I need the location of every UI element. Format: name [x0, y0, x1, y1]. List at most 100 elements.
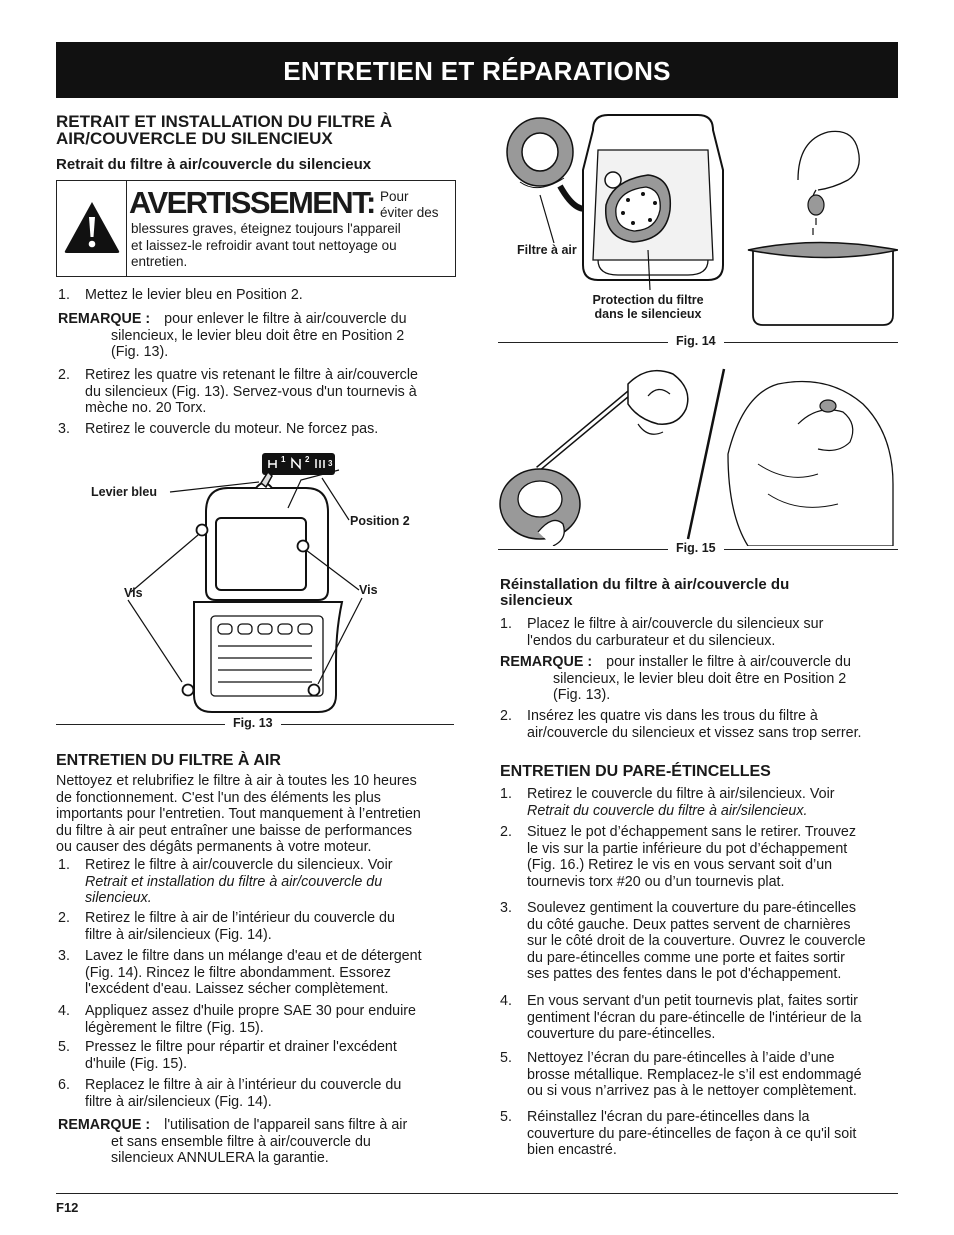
list-number: 3.	[58, 948, 70, 964]
list-number: 4.	[500, 993, 512, 1009]
list-text: l'endos du carburateur et du silencieux.	[527, 632, 776, 649]
remark-key: REMARQUE :	[500, 654, 593, 670]
reinstall-heading-line: silencieux	[500, 592, 573, 609]
position-indicator-icon: 1 2 3	[262, 453, 335, 475]
list-text: du côté gauche. Deux pattes servent de c…	[527, 916, 851, 933]
list-text: Pressez le filtre pour répartir et drain…	[85, 1039, 397, 1055]
list-text: sur le côté droit de la couverture. Ouvr…	[527, 933, 866, 949]
remark-text: l'utilisation de l'appareil sans filtre …	[164, 1117, 408, 1133]
list-text: Réinstallez l'écran du pare-étincelles d…	[527, 1109, 810, 1125]
list-text: du pare-étincelles comme une porte et fa…	[527, 949, 845, 966]
fig14-label-protection: Protection du filtre dans le silencieux	[578, 293, 718, 321]
list-number: 6.	[58, 1077, 70, 1093]
spark-heading: ENTRETIEN DU PARE-ÉTINCELLES	[500, 763, 771, 780]
list-text: Insérez les quatre vis dans les trous du…	[527, 708, 818, 724]
list-text: Situez le pot d’échappement sans le reti…	[527, 824, 857, 840]
list-text: Placez le filtre à air/couvercle du sile…	[527, 616, 824, 632]
list-text: Retirez les quatre vis retenant le filtr…	[85, 367, 418, 383]
filter-intro-line: ou causer des dégâts permanents à votre …	[56, 839, 372, 855]
list-text: bien encastré.	[527, 1142, 617, 1158]
foam-filter-icon	[499, 468, 581, 540]
list-text: Retirez le filtre à air de l’intérieur d…	[85, 910, 395, 926]
list-text: Mettez le levier bleu en Position 2.	[85, 287, 303, 303]
footer-rule	[56, 1193, 898, 1194]
list-text: couverture du pare-étincelles.	[527, 1026, 716, 1042]
list-number: 1.	[500, 786, 512, 802]
fig13-caption: Fig. 13	[225, 716, 281, 730]
fig13-label-screw: Vis	[124, 586, 143, 600]
list-number: 1.	[500, 616, 512, 632]
list-number: 2.	[500, 708, 512, 724]
list-number: 3.	[500, 900, 512, 916]
list-item: 2. Retirez les quatre vis retenant le fi…	[58, 367, 458, 417]
reinstall-heading: Réinstallation du filtre à air/couvercle…	[500, 577, 789, 609]
list-text: Lavez le filtre dans un mélange d'eau et…	[85, 948, 422, 964]
list-text: Retirez le filtre à air/couvercle du sil…	[85, 857, 393, 873]
list-text: air/couvercle du silencieux et vissez sa…	[527, 724, 862, 741]
list-text-italic: Retrait et installation du filtre à air/…	[85, 873, 383, 890]
list-number: 2.	[58, 367, 70, 383]
fig14-label-line: dans le silencieux	[594, 307, 702, 321]
list-text: d'huile (Fig. 15).	[85, 1055, 188, 1072]
section-heading-line: RETRAIT ET INSTALLATION DU FILTRE À	[56, 112, 393, 131]
list-text: Appliquez assez d'huile propre SAE 30 po…	[85, 1003, 416, 1019]
list-text: l'excédent d'eau. Laissez sécher complèt…	[85, 981, 389, 997]
list-number: 5.	[500, 1050, 512, 1066]
list-text: Retirez le couvercle du filtre à air/sil…	[527, 786, 835, 802]
remark: REMARQUE :pour enlever le filtre à air/c…	[58, 311, 458, 361]
fig13-label-lever: Levier bleu	[91, 485, 157, 499]
remark-text: (Fig. 13).	[553, 687, 611, 703]
list-number: 5.	[500, 1109, 512, 1125]
list-text: ses pattes des fentes dans le pot d'écha…	[527, 966, 842, 982]
list-text: Replacez le filtre à air à l’intérieur d…	[85, 1077, 402, 1093]
reinstall-heading-line: Réinstallation du filtre à air/couvercle…	[500, 576, 790, 593]
foam-filter-icon	[506, 117, 574, 189]
fig15-illustration	[499, 368, 894, 546]
filter-intro-line: importants pour l'entretien. Tout manque…	[56, 806, 421, 822]
fig13-illustration: 1 2 3	[127, 453, 363, 713]
warning-line: éviter des	[380, 205, 439, 220]
position-number: 2	[305, 455, 310, 464]
fig13-label-screw: Vis	[359, 583, 378, 597]
remark-text: pour installer le filtre à air/couvercle…	[606, 654, 851, 670]
remark-text: (Fig. 13).	[111, 344, 169, 360]
list-text: gentiment l'écran du pare-étincelle de l…	[527, 1009, 862, 1026]
filter-intro: Nettoyez et relubrifiez le filtre à air …	[56, 773, 456, 856]
position-number: 1	[281, 455, 286, 464]
fig14-caption: Fig. 14	[668, 334, 724, 348]
section-heading-line: AIR/COUVERCLE DU SILENCIEUX	[56, 129, 333, 148]
list-text: (Fig. 16.) Retirez le vis en vous servan…	[527, 857, 833, 873]
remark-text: silencieux, le levier bleu doit être en …	[553, 670, 847, 687]
list-number: 5.	[58, 1039, 70, 1055]
list-text: légèrement le filtre (Fig. 15).	[85, 1019, 264, 1036]
warning-line: entretien.	[131, 254, 188, 269]
warning-title: AVERTISSEMENT:	[129, 185, 376, 220]
page-number: F12	[56, 1200, 79, 1215]
remark-text: silencieux ANNULERA la garantie.	[111, 1150, 329, 1166]
warning-line: et laissez-le refroidir avant tout netto…	[131, 237, 397, 253]
remark: REMARQUE : l'utilisation de l'appareil sa…	[58, 1117, 458, 1167]
list-text: (Fig. 14). Rincez le filtre abondamment.…	[85, 964, 391, 981]
warning-line: blessures graves, éteignez toujours l'ap…	[131, 221, 401, 236]
filter-intro-line: de fonctionnement. C'est l'un des élémen…	[56, 789, 381, 806]
warning-text-b: blessures graves, éteignez toujours l'ap…	[131, 221, 401, 271]
remark-key: REMARQUE :	[58, 1117, 151, 1133]
position-number: 3	[328, 459, 333, 468]
list-text-italic: Retrait du couvercle du filtre à air/sil…	[527, 802, 808, 819]
list-text: mèche no. 20 Torx.	[85, 400, 207, 416]
subheading: Retrait du filtre à air/couvercle du sil…	[56, 156, 372, 173]
list-number: 4.	[58, 1003, 70, 1019]
fig14-label-filter: Filtre à air	[517, 243, 580, 257]
list-text: En vous servant d'un petit tournevis pla…	[527, 993, 858, 1009]
fig14-illustration	[506, 114, 898, 326]
list-text: Nettoyez l’écran du pare-étincelles à l’…	[527, 1050, 835, 1066]
list-text: Soulevez gentiment la couverture du pare…	[527, 900, 857, 916]
list-text: Retirez le couvercle du moteur. Ne force…	[85, 421, 379, 437]
filter-intro-line: Nettoyez et relubrifiez le filtre à air …	[56, 773, 417, 789]
section-heading: RETRAIT ET INSTALLATION DU FILTRE À AIR/…	[56, 113, 392, 147]
oil-bottle-icon	[536, 369, 689, 472]
list-number: 1.	[58, 287, 70, 303]
list-text: couverture du pare-étincelles de façon à…	[527, 1125, 857, 1142]
remark-text: et sans ensemble filtre à air/couvercle …	[111, 1133, 371, 1150]
warning-box: AVERTISSEMENT: Pour éviter des blessures…	[56, 180, 456, 277]
